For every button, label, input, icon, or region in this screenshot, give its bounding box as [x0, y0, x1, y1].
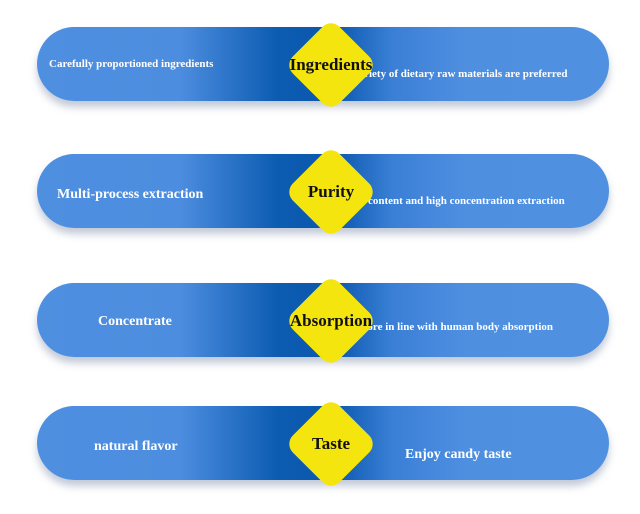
- feature-row-ingredients: Carefully proportioned ingredients A var…: [37, 18, 609, 112]
- feature-title: Absorption: [289, 311, 373, 330]
- feature-title: Purity: [307, 182, 355, 201]
- feature-row-taste: natural flavor Enjoy candy taste Taste: [37, 397, 609, 491]
- feature-title: Taste: [311, 434, 351, 453]
- yellow-diamond-badge: Ingredients: [284, 18, 378, 112]
- yellow-diamond-badge: Absorption: [284, 274, 378, 368]
- feature-row-absorption: Concentrate More in line with human body…: [37, 274, 609, 368]
- feature-row-purity: Multi-process extraction High content an…: [37, 145, 609, 239]
- yellow-diamond-badge: Purity: [284, 145, 378, 239]
- left-caption: Carefully proportioned ingredients: [49, 58, 214, 70]
- left-caption: natural flavor: [94, 439, 178, 454]
- right-caption: A variety of dietary raw materials are p…: [343, 68, 568, 80]
- right-caption: Enjoy candy taste: [405, 447, 512, 462]
- left-caption: Multi-process extraction: [57, 187, 204, 202]
- left-caption: Concentrate: [98, 314, 172, 329]
- right-caption: High content and high concentration extr…: [342, 195, 565, 207]
- yellow-diamond-badge: Taste: [284, 397, 378, 491]
- right-caption: More in line with human body absorption: [357, 321, 554, 333]
- feature-title: Ingredients: [289, 55, 373, 74]
